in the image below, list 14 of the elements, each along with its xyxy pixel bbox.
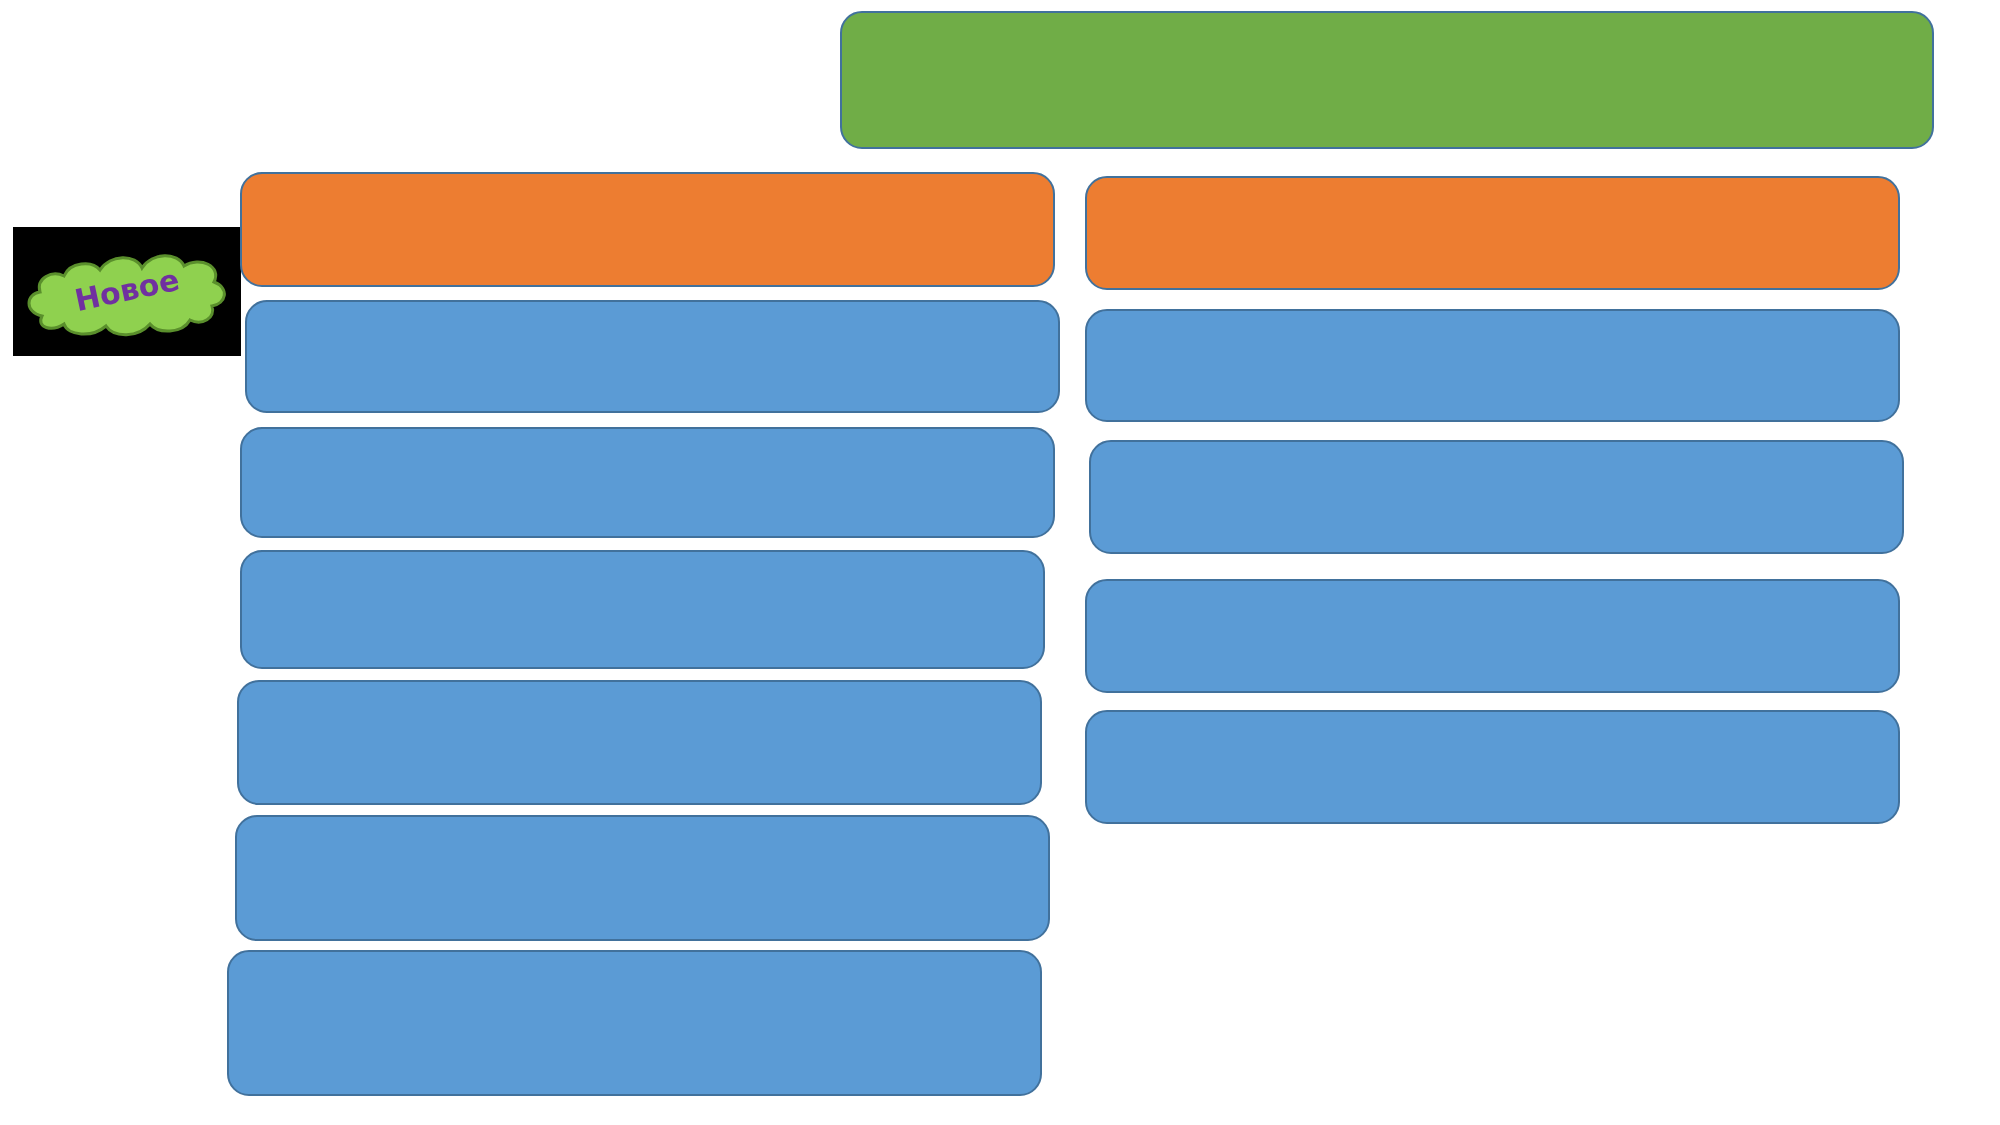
cloud-label: Новое — [71, 261, 183, 319]
content-box — [227, 950, 1042, 1096]
title-box — [840, 11, 1934, 149]
content-box — [1089, 440, 1904, 554]
content-box — [240, 550, 1045, 669]
content-box — [245, 300, 1060, 413]
content-box — [240, 427, 1055, 538]
content-box — [237, 680, 1042, 805]
content-box — [235, 815, 1050, 941]
content-box — [1085, 579, 1900, 693]
header-box — [240, 172, 1055, 287]
header-box — [1085, 176, 1900, 290]
content-box — [1085, 309, 1900, 422]
content-box — [1085, 710, 1900, 824]
